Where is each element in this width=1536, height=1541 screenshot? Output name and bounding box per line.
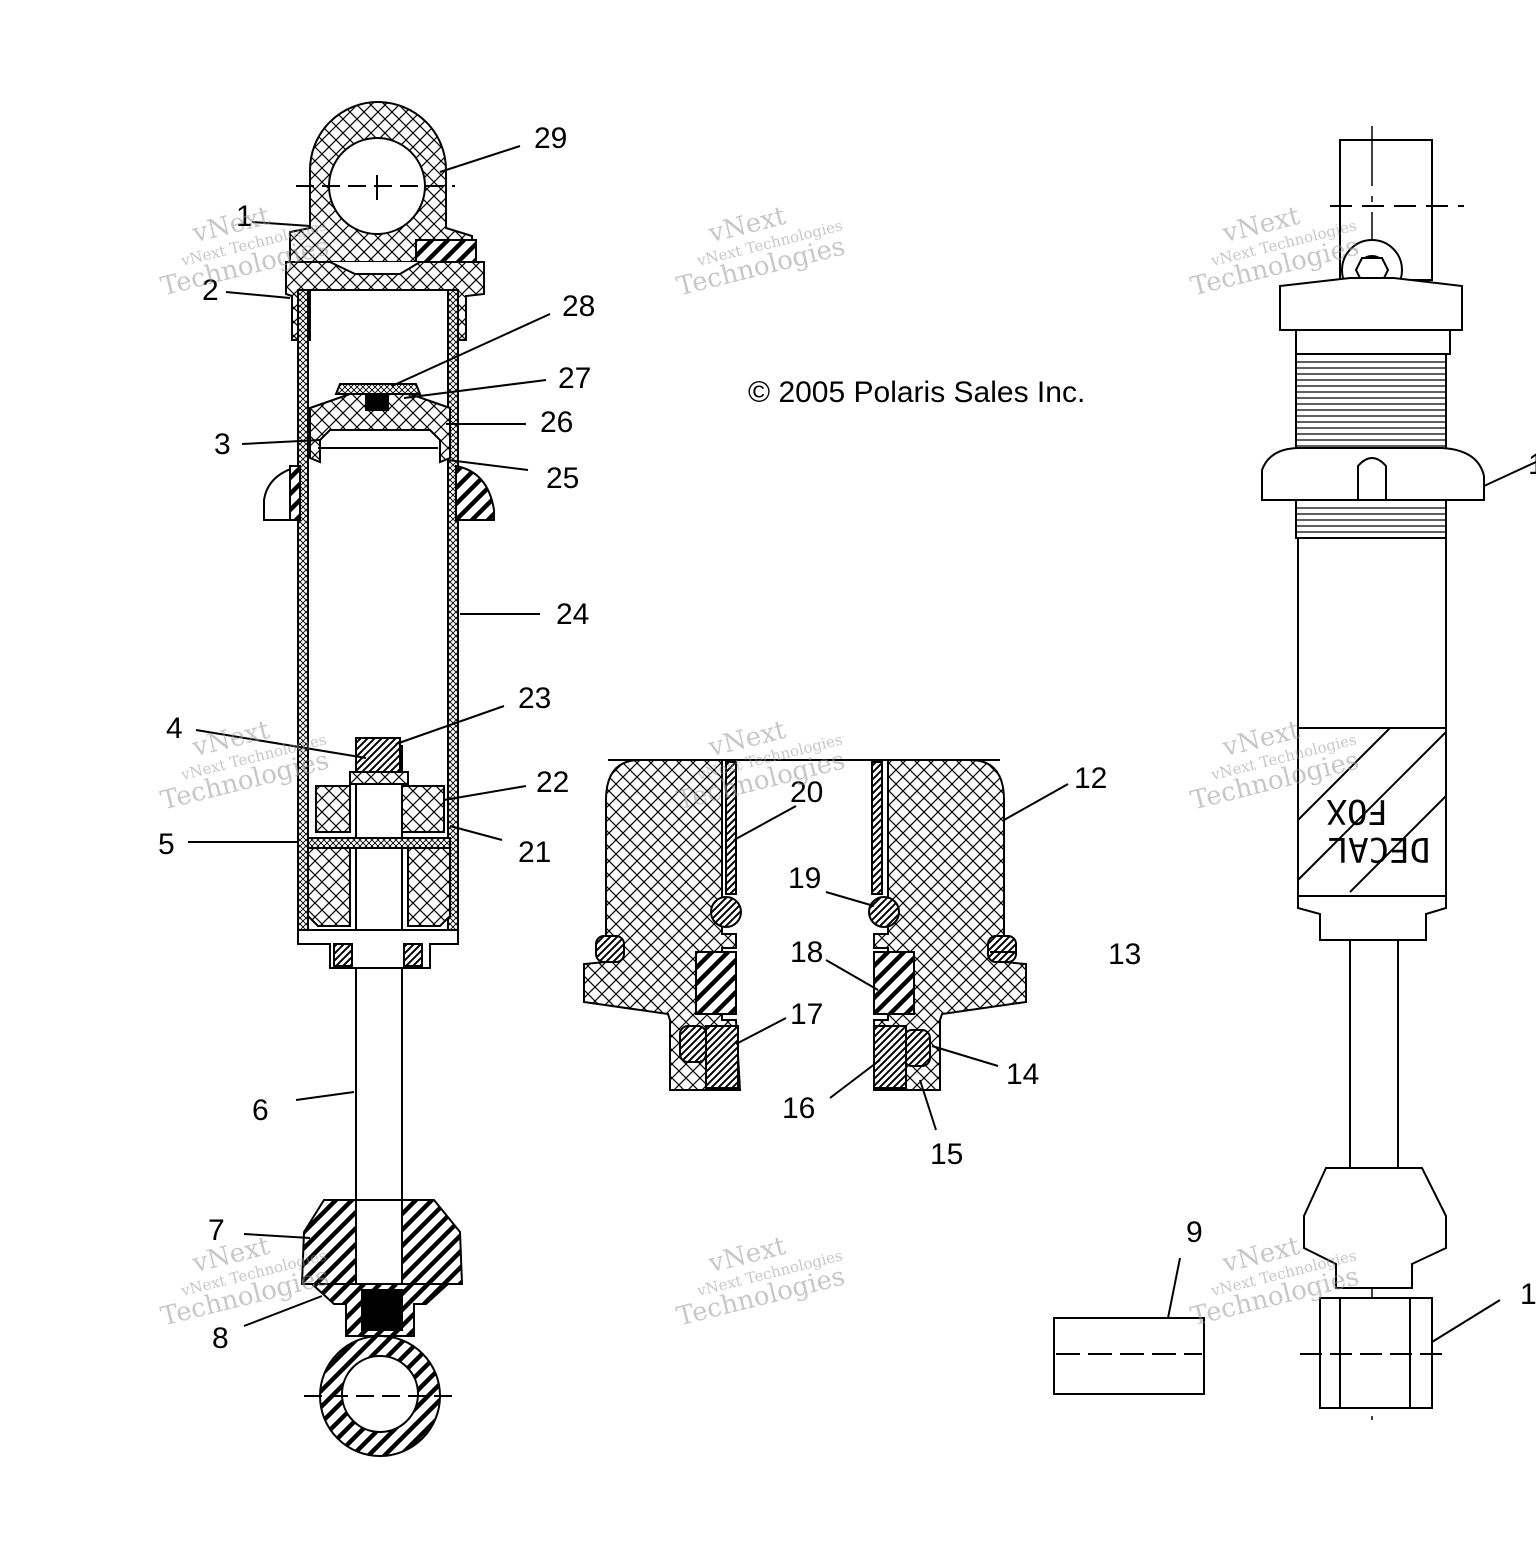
decal-text-line2: FOX (1326, 791, 1388, 831)
callout-27: 27 (558, 362, 591, 395)
callout-12: 12 (1074, 762, 1107, 795)
decal-text-line1: DECAL (1328, 829, 1430, 869)
cylinder-wall-left (297, 289, 309, 941)
leader-lines (188, 145, 1536, 1343)
callout-4: 4 (166, 712, 183, 745)
rod-nut (355, 737, 401, 775)
callout-labels: 29 1 2 28 27 26 3 25 24 23 4 22 21 5 6 7… (158, 122, 1536, 1355)
shock-exterior (1053, 126, 1485, 1420)
callout-6: 6 (252, 1094, 269, 1127)
callout-8: 8 (212, 1322, 229, 1355)
exterior-bumper (1303, 1167, 1447, 1289)
copyright-notice: © 2005 Polaris Sales Inc. (748, 376, 1085, 409)
callout-3: 3 (214, 428, 231, 461)
threaded-body (1295, 353, 1447, 457)
callout-14: 14 (1006, 1058, 1039, 1091)
callout-29: 29 (534, 122, 567, 155)
callout-24: 24 (556, 598, 589, 631)
callout-25: 25 (546, 462, 579, 495)
callout-17: 17 (790, 998, 823, 1031)
bushing (1053, 1317, 1205, 1395)
callout-22: 22 (536, 766, 569, 799)
watermark-bottom-center: vNext vNext Technologies Technologies (674, 1231, 848, 1332)
seal-head-detail (583, 759, 1027, 1091)
callout-21: 21 (518, 836, 551, 869)
exterior-main-body (1297, 537, 1447, 897)
callout-15: 15 (930, 1138, 963, 1171)
callout-11: 11 (1528, 448, 1536, 481)
callout-7: 7 (208, 1214, 225, 1247)
watermark-top-center: vNext vNext Technologies Technologies (674, 201, 848, 302)
callout-13: 13 (1108, 938, 1141, 971)
fox-decal: DECAL FOX (1326, 791, 1430, 869)
callout-19: 19 (788, 862, 821, 895)
main-piston (315, 785, 351, 833)
reservoir-cap (1279, 277, 1463, 331)
exterior-piston-rod (1349, 939, 1399, 1169)
callout-1: 1 (236, 200, 253, 233)
callout-9: 9 (1186, 1216, 1203, 1249)
callout-10: 10 (1520, 1278, 1536, 1311)
callout-5: 5 (158, 828, 175, 861)
callout-28: 28 (562, 290, 595, 323)
callout-26: 26 (540, 406, 573, 439)
callout-23: 23 (518, 682, 551, 715)
callout-16: 16 (782, 1092, 815, 1125)
callout-2: 2 (202, 274, 219, 307)
seal-head (307, 847, 351, 927)
callout-18: 18 (790, 936, 823, 969)
callout-20: 20 (790, 776, 823, 809)
shock-cross-section (263, 101, 495, 1457)
